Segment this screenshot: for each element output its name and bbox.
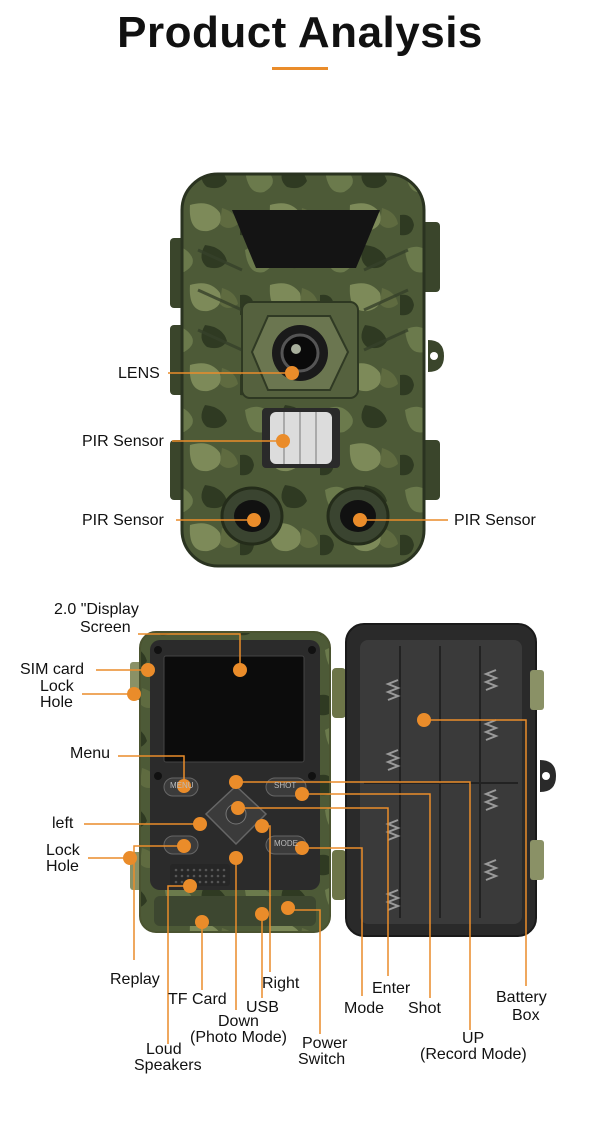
mode-button-text: MODE [274,839,298,848]
down-label-line1: Down [218,1013,259,1030]
tf-card-label: TF Card [168,991,227,1008]
loud-speakers-label-line1: Loud [146,1041,182,1058]
open-camera-battery-box [345,623,556,937]
left-label: left [52,815,74,832]
title-underline [272,67,328,70]
shot-label: Shot [408,1000,441,1017]
power-switch-label-line2: Switch [298,1051,346,1068]
battery-box-label-line2: Box [512,1007,540,1024]
lens-icon [280,333,320,373]
enter-label: Enter [372,980,411,997]
display-screen [163,655,305,763]
power-switch-label-line1: Power [302,1035,348,1052]
display-label-line2: Screen [80,619,131,636]
replay-label: Replay [110,971,160,988]
down-label-line2: (Photo Mode) [190,1029,287,1046]
lock-hole-top-label-line2: Hole [40,694,73,711]
lens-label: LENS [118,365,160,382]
right-label: Right [262,975,300,992]
open-callouts [82,633,527,1044]
lock-hole-top-label-line1: Lock [40,678,74,695]
pir-right-label: PIR Sensor [454,512,536,529]
menu-button-text: MENU [170,781,194,790]
lock-hole-bottom-label-line1: Lock [46,842,80,859]
pir-top-label: PIR Sensor [82,433,164,450]
usb-label: USB [246,999,279,1016]
display-label-line1: 2.0 "Display [54,601,139,618]
loud-speakers-label-line2: Speakers [134,1057,202,1074]
pir-left-label: PIR Sensor [82,512,164,529]
front-camera [170,172,444,568]
menu-label: Menu [70,745,111,762]
sim-card-label: SIM card [20,661,85,678]
mode-label: Mode [344,1000,385,1017]
front-callouts [168,366,448,527]
up-label-line1: UP [462,1030,485,1047]
page-title: Product Analysis [117,8,483,57]
battery-box-label-line1: Battery [496,989,547,1006]
shot-button-text: SHOT [274,781,297,790]
lock-hole-bottom-label-line2: Hole [46,858,79,875]
up-label-line2: (Record Mode) [420,1046,527,1063]
